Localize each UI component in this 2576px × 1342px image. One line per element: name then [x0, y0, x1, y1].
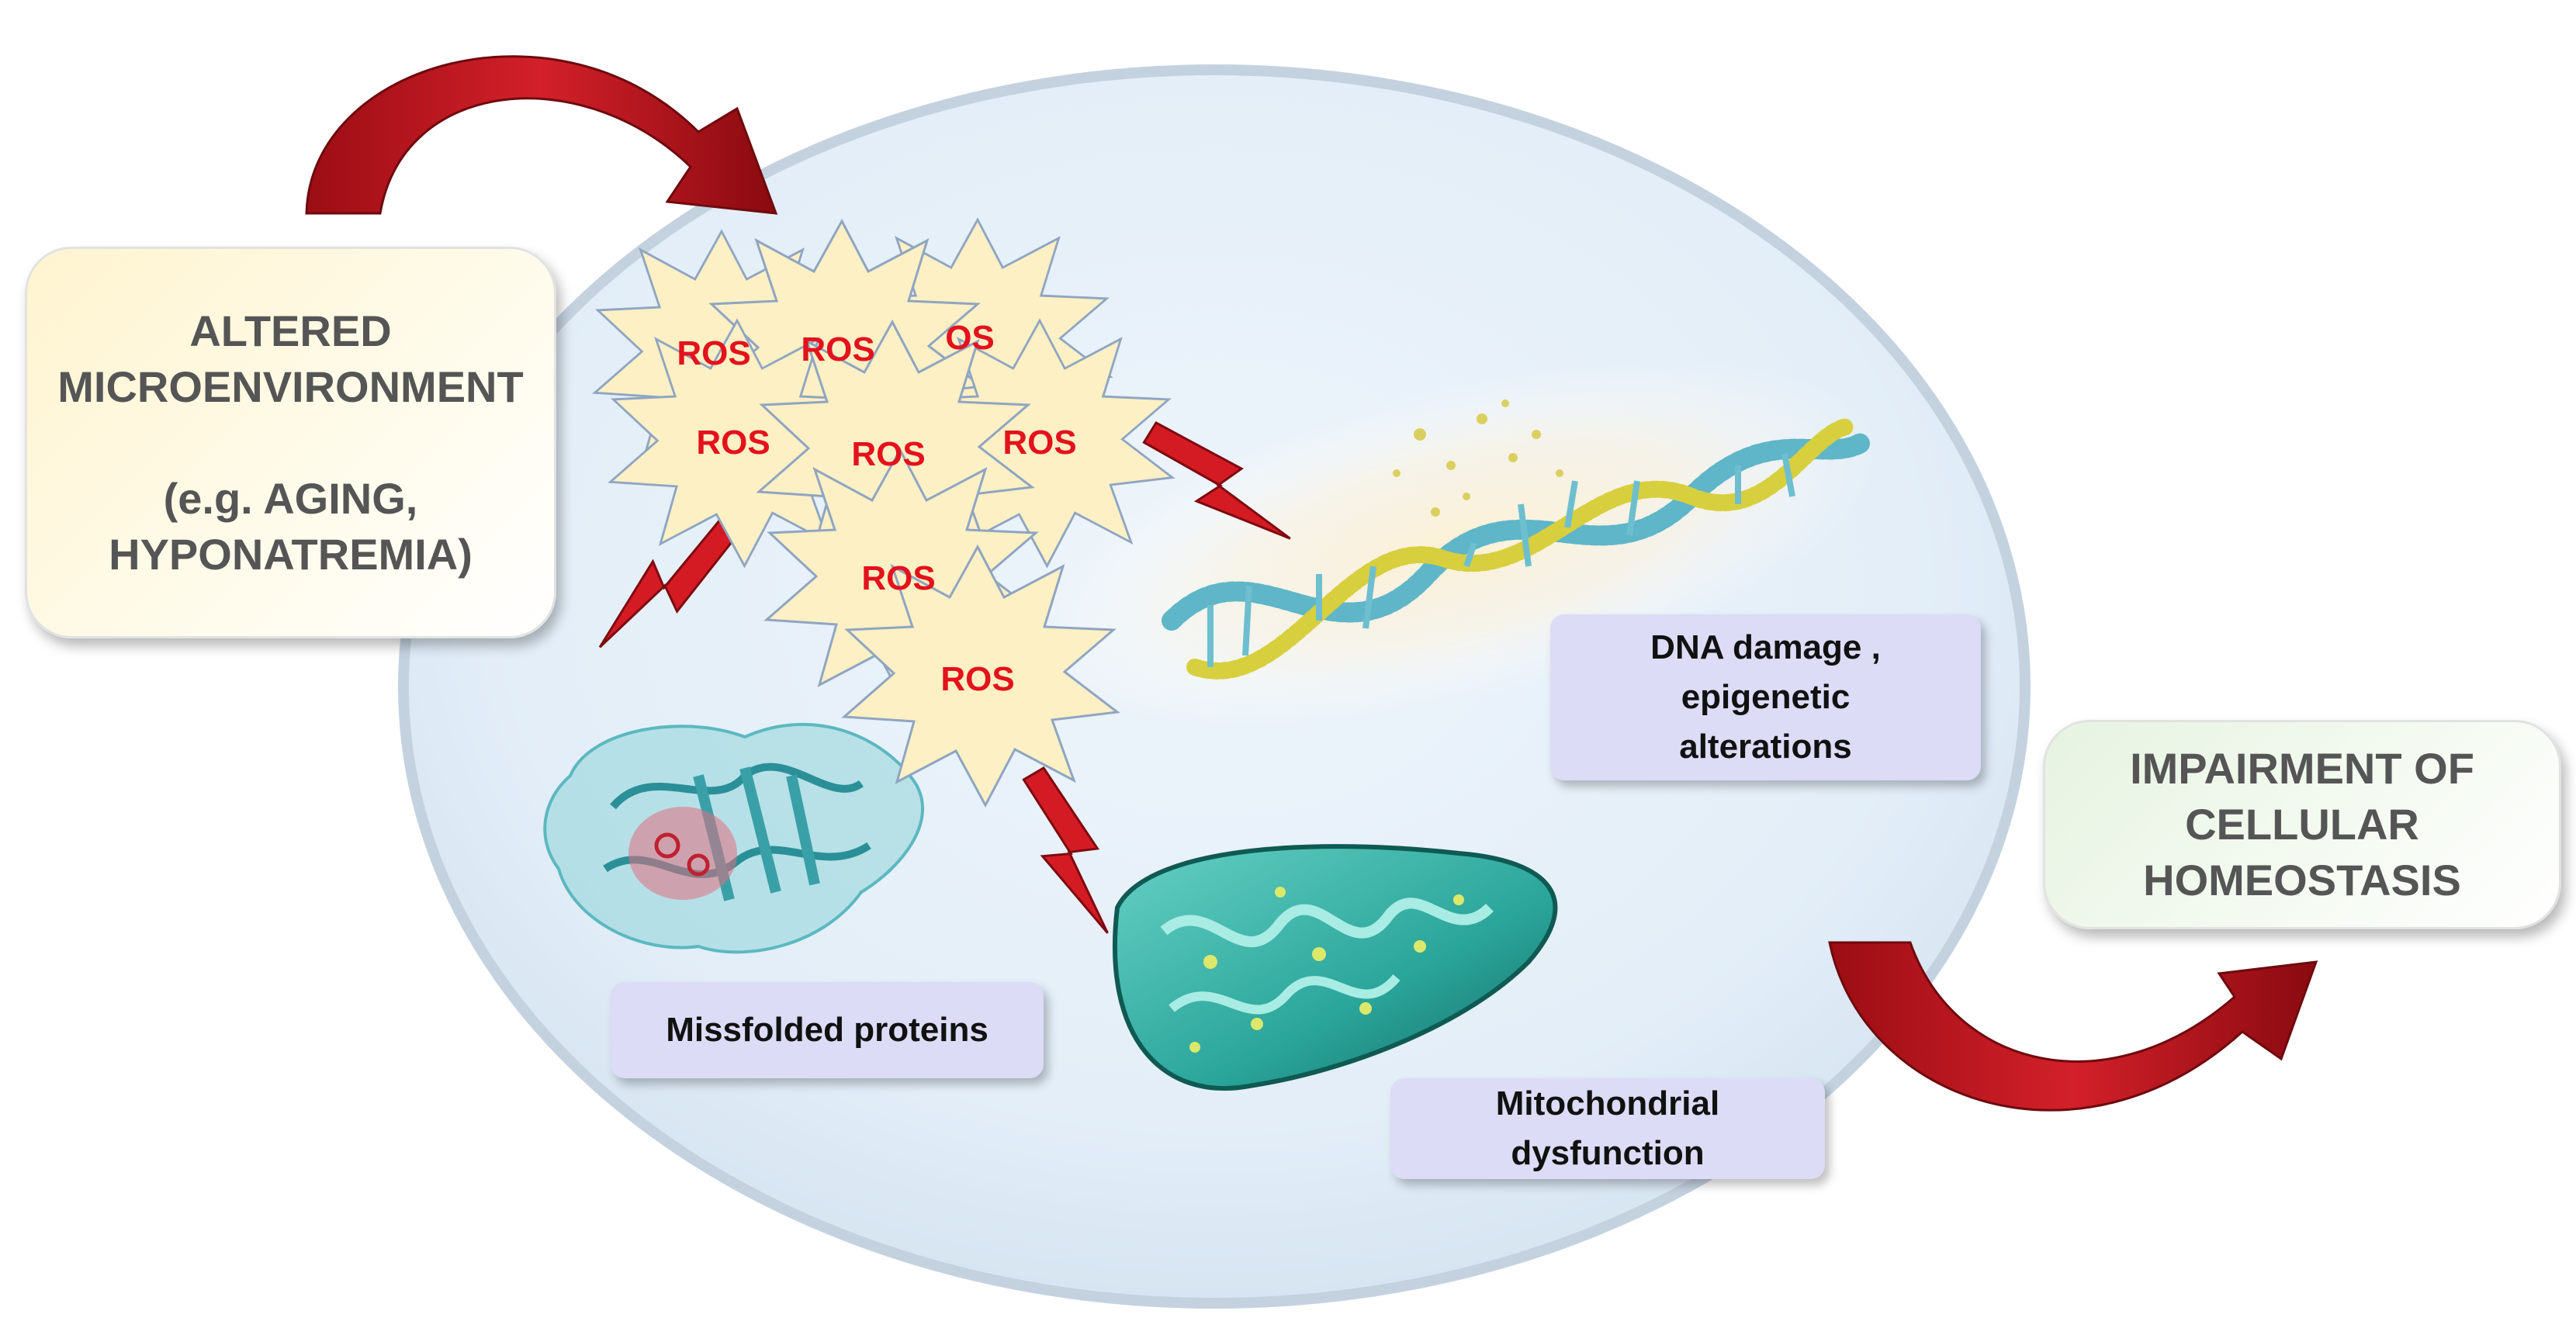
curved-arrow-icon [1828, 941, 2318, 1112]
impairment-homeostasis-box: IMPAIRMENT OF CELLULAR HOMEOSTASIS [2043, 720, 2561, 929]
curved-arrow-icon [305, 55, 778, 215]
mitochondrion-icon [1112, 844, 1558, 1091]
ros-label: ROS [851, 435, 925, 473]
mitochondrial-dysfunction-label: Mitochondrial dysfunction [1390, 1078, 1825, 1179]
dna-damage-label: DNA damage , epigenetic alterations [1550, 614, 1981, 780]
ros-label: OS [945, 319, 995, 357]
misfolded-proteins-label: Missfolded proteins [611, 982, 1044, 1078]
altered-microenvironment-box: ALTERED MICROENVIRONMENT (e.g. AGING, HY… [25, 247, 556, 638]
ros-label: ROS [696, 424, 770, 462]
ros-label: ROS [677, 334, 750, 372]
ros-label: ROS [1002, 424, 1076, 462]
dna-helix-icon [1162, 399, 1872, 680]
ros-label: ROS [861, 559, 935, 597]
ros-label: ROS [940, 660, 1014, 698]
ros-label: ROS [801, 330, 874, 368]
protein-structure-icon [543, 722, 925, 954]
